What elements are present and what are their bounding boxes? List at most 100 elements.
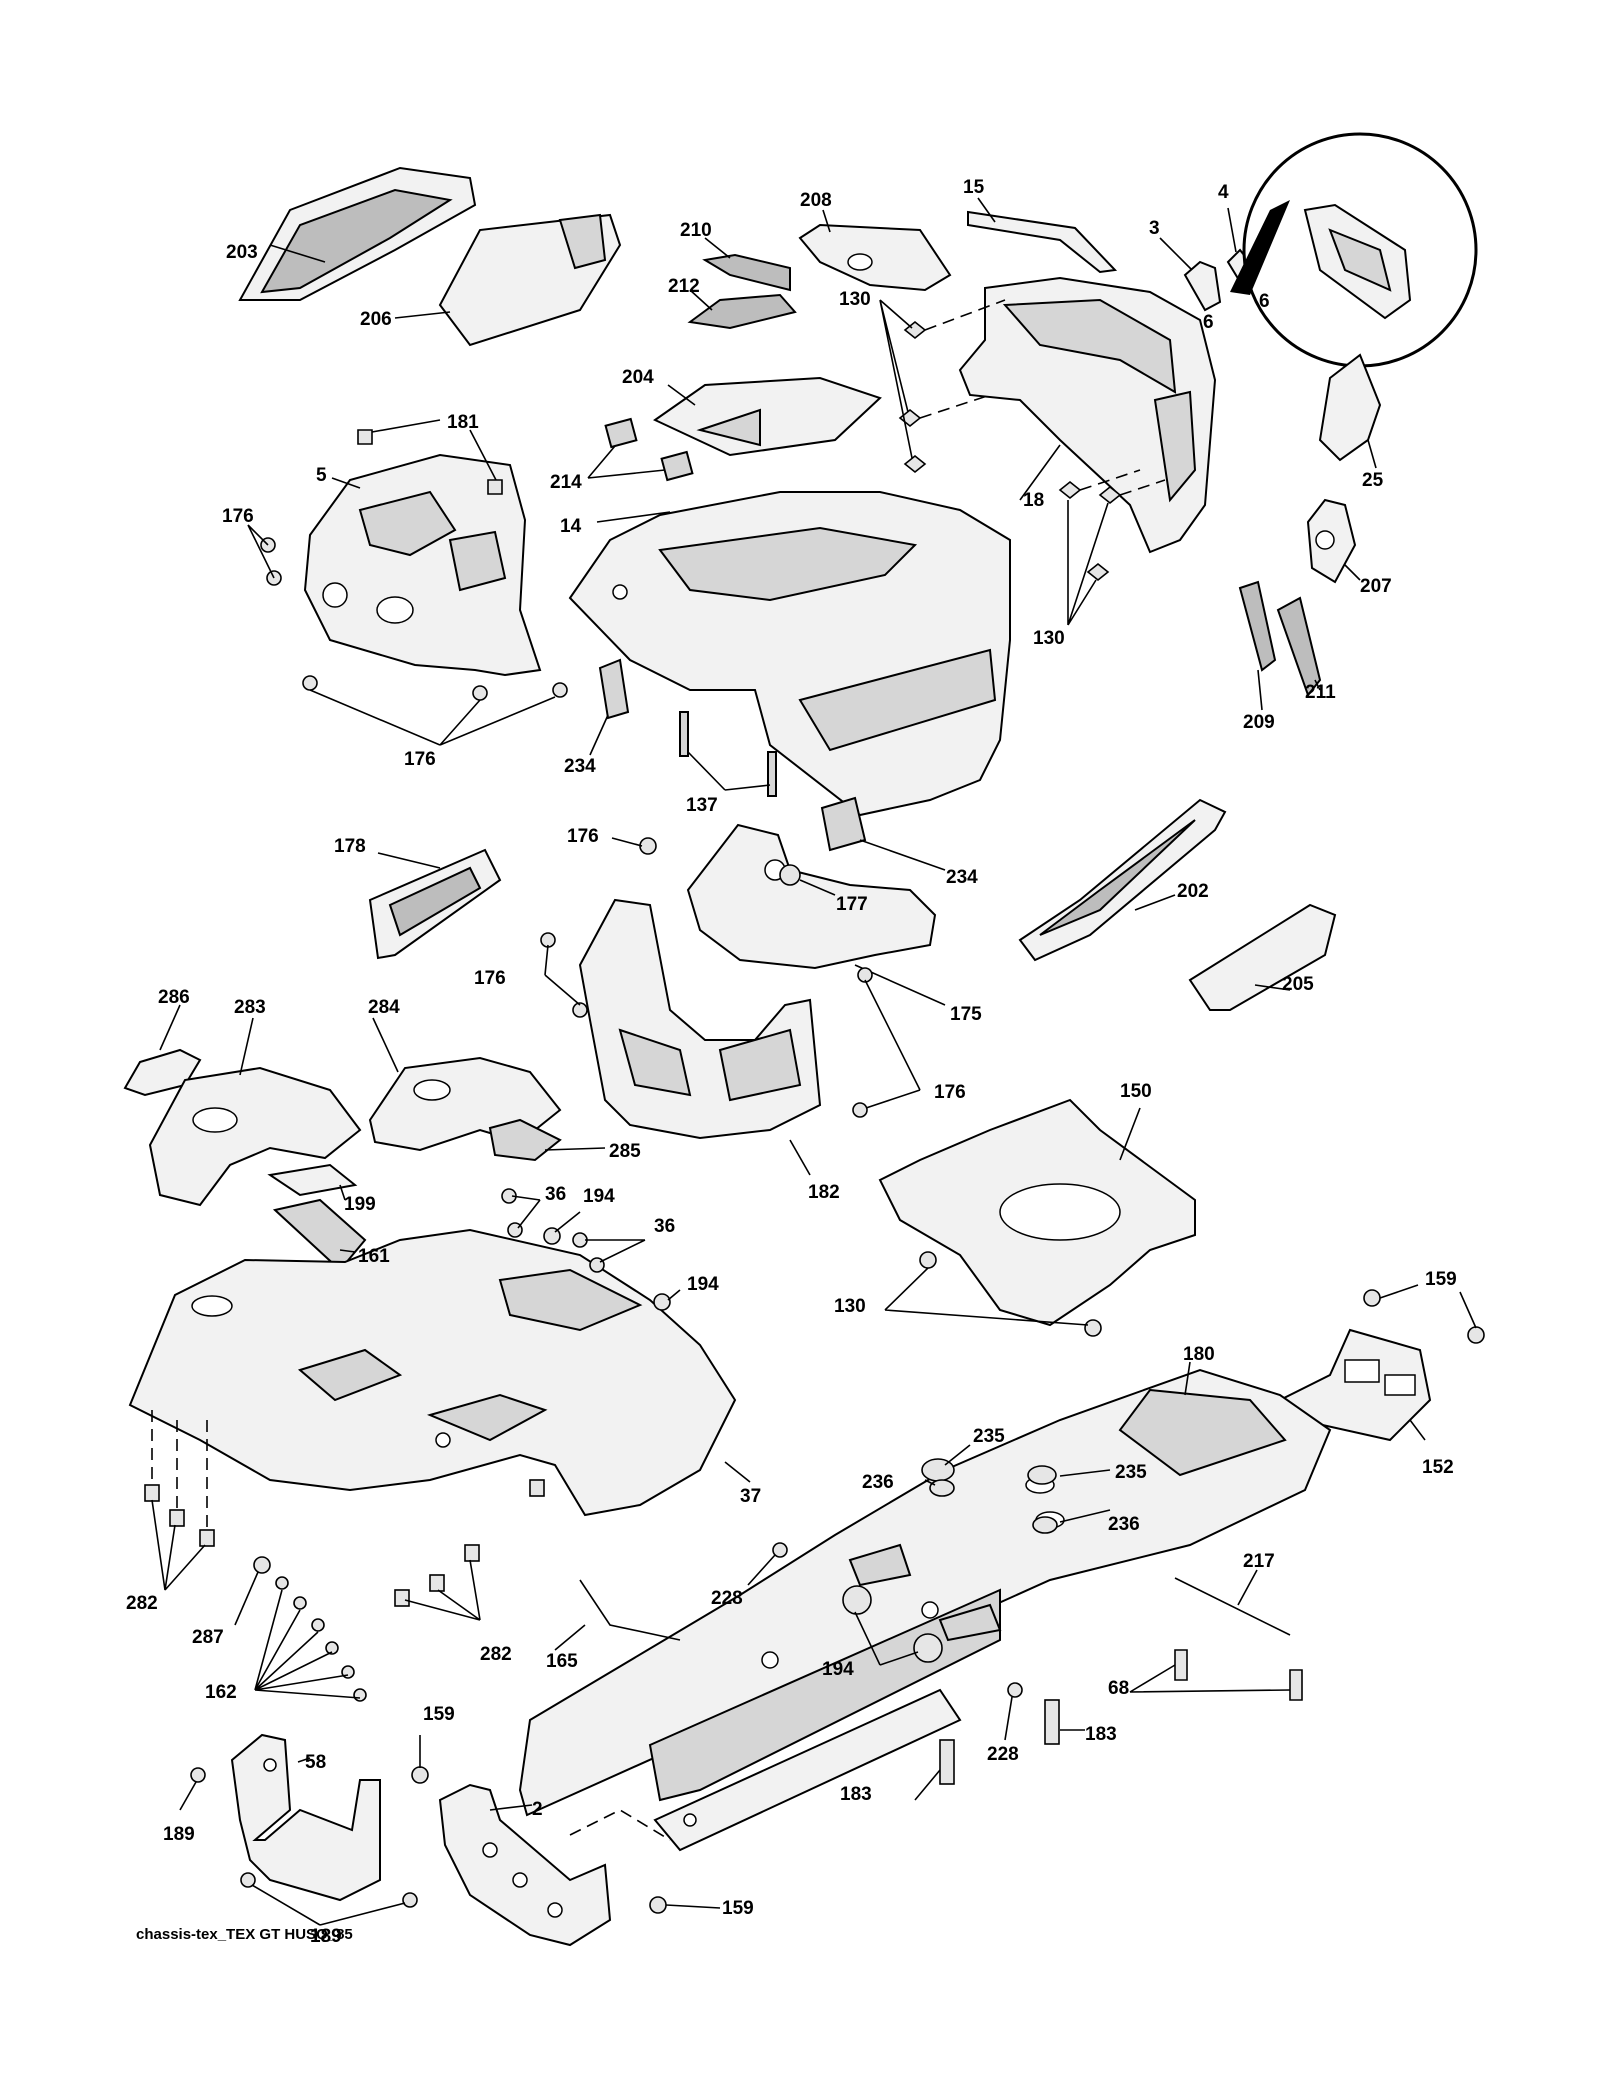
label-194b: 194 [687, 1274, 719, 1295]
part-183-bolts [914, 1699, 1085, 1801]
part-203-grille [238, 166, 477, 301]
label-189a: 189 [163, 1824, 195, 1845]
label-37: 37 [740, 1486, 761, 1507]
label-287: 287 [192, 1627, 224, 1648]
label-159b: 159 [423, 1704, 455, 1725]
label-176d: 176 [474, 968, 506, 989]
part-15-trim [967, 197, 1118, 274]
part-130-screws-right [1058, 469, 1166, 626]
part-181-knobs [357, 419, 503, 495]
label-236a: 236 [862, 1472, 894, 1493]
part-228-upper [747, 1542, 788, 1586]
label-206: 206 [360, 309, 392, 330]
label-161: 161 [358, 1246, 390, 1267]
label-210: 210 [680, 220, 712, 241]
part-150-frame-cover [878, 1098, 1196, 1327]
label-183b: 183 [840, 1784, 872, 1805]
part-159-screws-top [1363, 1284, 1485, 1344]
part-165-rod [554, 1579, 681, 1651]
label-284: 284 [368, 997, 400, 1018]
label-283: 283 [234, 997, 266, 1018]
label-176e: 176 [934, 1082, 966, 1103]
part-209-grill [1238, 580, 1277, 711]
label-217: 217 [1243, 1551, 1275, 1572]
part-189-screws [179, 1767, 418, 1926]
part-210-grill [702, 237, 791, 292]
part-5-dash-panel [303, 453, 542, 677]
label-68: 68 [1108, 1678, 1129, 1699]
part-204-hood-top [653, 376, 882, 457]
label-234b: 234 [946, 867, 978, 888]
part-36-194-fasteners [501, 1188, 681, 1311]
label-176b: 176 [404, 749, 436, 770]
label-228b: 228 [987, 1744, 1019, 1765]
label-6b: 6 [1259, 291, 1270, 312]
part-212-grill [687, 289, 797, 330]
label-175: 175 [950, 1004, 982, 1025]
label-159c: 159 [722, 1898, 754, 1919]
label-208: 208 [800, 190, 832, 211]
part-159-screws-lower [411, 1735, 721, 1914]
label-285: 285 [609, 1141, 641, 1162]
label-282b: 282 [480, 1644, 512, 1665]
part-176-screws-182 [540, 932, 921, 1118]
part-205-cover [1188, 903, 1337, 1011]
part-283-panel [148, 1017, 362, 1207]
part-2-bracket [438, 1783, 612, 1947]
label-152: 152 [1422, 1457, 1454, 1478]
label-209: 209 [1243, 712, 1275, 733]
part-58-bracket [230, 1733, 381, 1902]
part-202-grille [1018, 798, 1227, 962]
part-176-screw-upper [611, 837, 657, 855]
label-18: 18 [1023, 490, 1044, 511]
part-211-grill [1276, 596, 1322, 698]
label-165: 165 [546, 1651, 578, 1672]
part-25-cover [1318, 353, 1382, 469]
detail-circle [1230, 132, 1478, 368]
part-286-handle [123, 1004, 202, 1097]
label-178: 178 [334, 836, 366, 857]
part-3-bracket [1159, 237, 1222, 312]
label-162: 162 [205, 1682, 237, 1703]
part-194-lower [842, 1585, 943, 1666]
part-178-plate [368, 848, 502, 960]
part-199-plate [267, 1163, 358, 1201]
part-228-lower [1004, 1682, 1023, 1741]
label-236b: 236 [1108, 1514, 1140, 1535]
part-235-236-bushings [921, 1444, 1111, 1534]
part-137-pins [679, 711, 777, 797]
label-36b: 36 [654, 1216, 675, 1237]
part-208-cover [798, 209, 952, 292]
label-286: 286 [158, 987, 190, 1008]
part-214-clips [587, 417, 694, 482]
part-285-bezel [488, 1118, 606, 1162]
label-211: 211 [1305, 682, 1336, 703]
part-162-screws [254, 1576, 367, 1702]
part-177-nut [779, 864, 836, 896]
part-180-frame [518, 1361, 1332, 1817]
label-199: 199 [344, 1194, 376, 1215]
label-137: 137 [686, 795, 718, 816]
label-194c: 194 [822, 1659, 854, 1680]
label-58: 58 [305, 1752, 326, 1773]
part-161-cover [272, 1198, 367, 1272]
part-130-screws-top [879, 299, 1006, 474]
label-15: 15 [963, 177, 985, 198]
callout-labels: 203 206 210 212 208 15 3 4 6 6 130 204 1… [126, 177, 1457, 1947]
part-217-rod [1174, 1569, 1291, 1636]
label-182: 182 [808, 1182, 840, 1203]
label-234a: 234 [564, 756, 596, 777]
part-182-frame-cover [578, 898, 822, 1176]
part-207-light [1306, 498, 1361, 584]
label-228a: 228 [711, 1588, 743, 1609]
part-287-screw [234, 1556, 271, 1626]
label-282a: 282 [126, 1593, 158, 1614]
label-180: 180 [1183, 1344, 1215, 1365]
part-frame-rail-lower [653, 1688, 962, 1852]
part-18-hood-rear [958, 276, 1217, 554]
label-150: 150 [1120, 1081, 1152, 1102]
label-159a: 159 [1425, 1269, 1457, 1290]
label-176c: 176 [567, 826, 599, 847]
part-234-pad-left [589, 658, 630, 756]
